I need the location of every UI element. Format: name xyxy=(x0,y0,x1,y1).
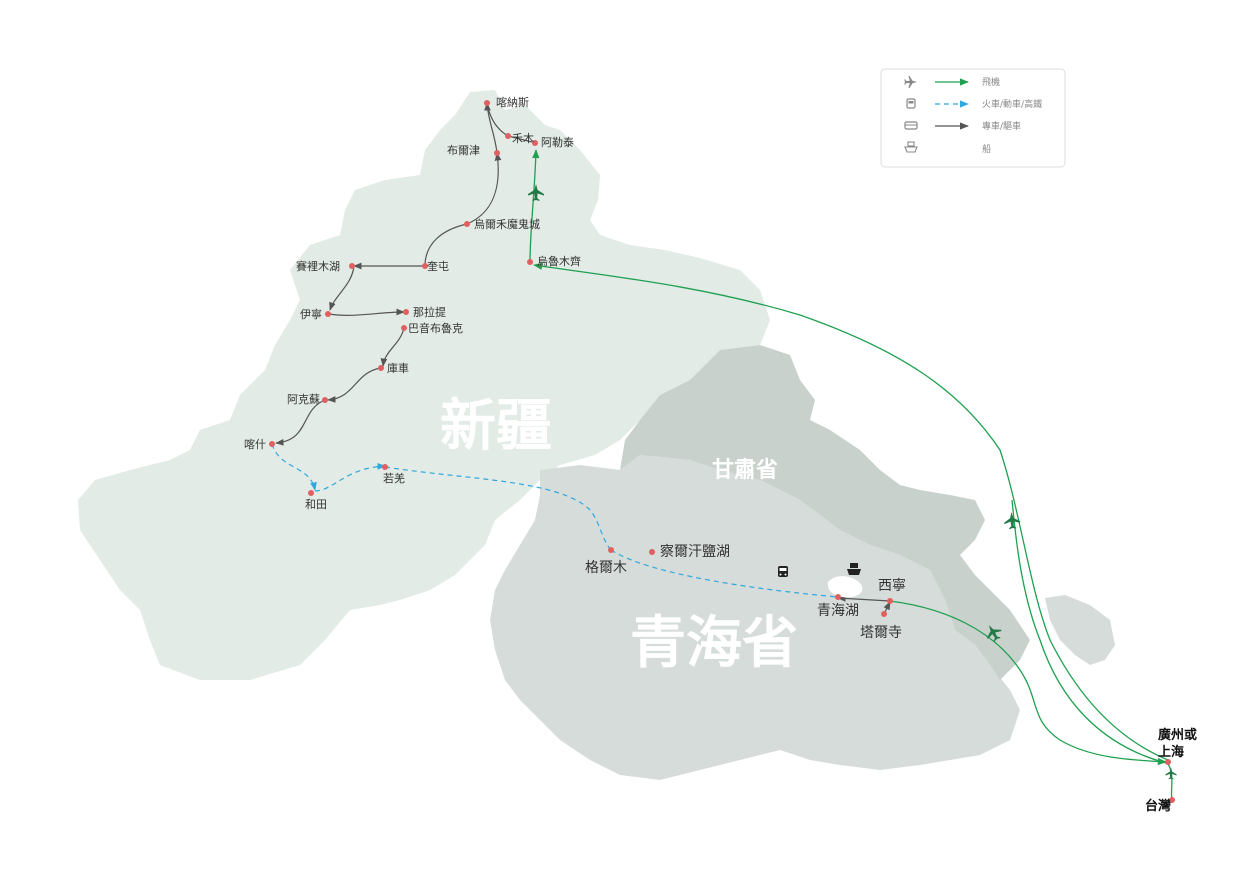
route-kuqa-aksu xyxy=(327,367,382,403)
route-sayram-yining xyxy=(329,265,355,311)
city-dot-ruoqiang xyxy=(382,464,388,470)
legend: 飛機 火車/動車/高鐵 專車/驅車 船 xyxy=(880,68,1066,168)
city-dot-golmud xyxy=(608,547,614,553)
route-hub-urumqi xyxy=(533,262,1169,761)
legend-box xyxy=(880,68,1066,168)
legend-bus-label: 專車/驅車 xyxy=(982,120,1021,132)
train-routes xyxy=(271,443,839,598)
city-dot-urumqi xyxy=(527,259,533,265)
city-label-kuitun: 奎屯 xyxy=(427,259,449,273)
route-kuitun-urho xyxy=(424,223,468,267)
city-label-hotan: 和田 xyxy=(305,498,327,511)
city-label-qarhan: 察爾汗鹽湖 xyxy=(660,543,730,560)
region-label-xinjiang: 新疆 xyxy=(440,394,552,459)
ship-icon xyxy=(847,563,861,575)
route-kashgar-hotan xyxy=(271,443,317,491)
city-labels: 喀納斯 禾木 阿勒泰 布爾津 烏爾禾魔鬼城 奎屯 烏魯木齊 賽裡木湖 伊寧 那拉… xyxy=(244,96,1197,814)
route-ruoqiang-golmud xyxy=(384,466,612,551)
gansu-region xyxy=(620,345,1030,680)
xinjiang-region xyxy=(78,90,770,680)
city-label-nalati: 那拉提 xyxy=(413,305,446,319)
bus-routes xyxy=(275,102,891,615)
legend-flight-label: 飛機 xyxy=(982,76,1000,88)
city-dot-kuitun xyxy=(422,263,428,269)
city-dot-sayram xyxy=(349,263,355,269)
gansu-island xyxy=(1045,595,1115,665)
city-label-qinghai-lake: 青海湖 xyxy=(817,603,859,619)
route-urumqi-altay xyxy=(529,149,540,263)
qinghai-region xyxy=(490,455,1020,780)
city-label-kashgar: 喀什 xyxy=(244,438,266,451)
plane-icon xyxy=(1165,767,1177,780)
city-label-altay: 阿勒泰 xyxy=(541,135,574,149)
city-label-taiwan: 台灣 xyxy=(1145,798,1171,814)
route-hub-urumqi-b xyxy=(1011,499,1167,764)
city-dot-nalati xyxy=(403,309,409,315)
city-label-sayram: 賽裡木湖 xyxy=(296,259,340,273)
city-dot-burqin xyxy=(494,150,500,156)
city-label-hemu: 禾木 xyxy=(512,132,534,145)
city-dot-kuqa xyxy=(378,365,384,371)
region-label-gansu: 甘肅省 xyxy=(712,458,778,483)
plane-icon xyxy=(1003,511,1021,530)
city-dot-taiwan xyxy=(1169,797,1175,803)
city-label-burqin: 布爾津 xyxy=(447,144,480,157)
route-aksu-kashgar xyxy=(275,399,326,446)
city-dot-urho xyxy=(464,221,470,227)
city-label-urumqi: 烏魯木齊 xyxy=(537,254,581,268)
route-bayan-kuqa xyxy=(380,327,405,367)
city-dot-taer xyxy=(881,611,887,617)
route-xining-hub xyxy=(889,600,1167,766)
route-hemu-altay xyxy=(507,135,533,143)
city-label-hub-line2: 上海 xyxy=(1158,744,1184,760)
route-golmud-lake xyxy=(610,549,839,598)
city-dot-xining xyxy=(887,598,893,604)
city-label-taer: 塔爾寺 xyxy=(860,625,902,641)
city-label-hub-line1: 廣州或 xyxy=(1158,727,1197,743)
city-dot-hemu xyxy=(505,133,511,139)
city-dot-yining xyxy=(325,311,331,317)
legend-ship-label: 船 xyxy=(982,143,991,155)
city-label-urho: 烏爾禾魔鬼城 xyxy=(474,217,540,231)
route-yining-nalati xyxy=(329,308,405,316)
city-label-aksu: 阿克蘇 xyxy=(287,393,320,406)
flight-routes xyxy=(529,149,1173,801)
city-dot-qinghai-lake xyxy=(835,594,841,600)
route-xining-lake xyxy=(837,595,891,602)
city-label-xining: 西寧 xyxy=(878,577,906,594)
city-label-golmud: 格爾木 xyxy=(585,560,627,576)
qinghai-lake-shape xyxy=(827,576,863,598)
city-dot-kanas xyxy=(484,100,490,106)
city-dot-qarhan xyxy=(649,549,655,555)
route-hotan-ruoqiang xyxy=(314,463,386,492)
legend-plane-icon xyxy=(904,76,917,88)
city-label-ruoqiang: 若羌 xyxy=(383,472,405,485)
city-dot-hotan xyxy=(308,490,314,496)
train-icon xyxy=(778,566,788,577)
city-label-kuqa: 庫車 xyxy=(387,361,409,375)
city-dot-hub xyxy=(1165,759,1171,765)
city-dot-kashgar xyxy=(269,441,275,447)
city-dots xyxy=(269,100,1175,803)
city-label-kanas: 喀納斯 xyxy=(496,96,529,109)
city-dot-altay xyxy=(532,140,538,146)
legend-ship-icon xyxy=(904,141,918,153)
legend-train-icon xyxy=(906,98,916,109)
route-urho-burqin xyxy=(466,152,502,225)
city-label-bayanbulak: 巴音布魯克 xyxy=(408,321,463,335)
legend-train-label: 火車/動車/高鐵 xyxy=(982,98,1042,110)
city-dot-aksu xyxy=(322,397,328,403)
legend-bus-icon xyxy=(904,121,918,130)
city-label-yining: 伊寧 xyxy=(300,307,322,321)
region-label-qinghai: 青海省 xyxy=(630,611,798,676)
city-dot-bayanbulak xyxy=(401,325,407,331)
